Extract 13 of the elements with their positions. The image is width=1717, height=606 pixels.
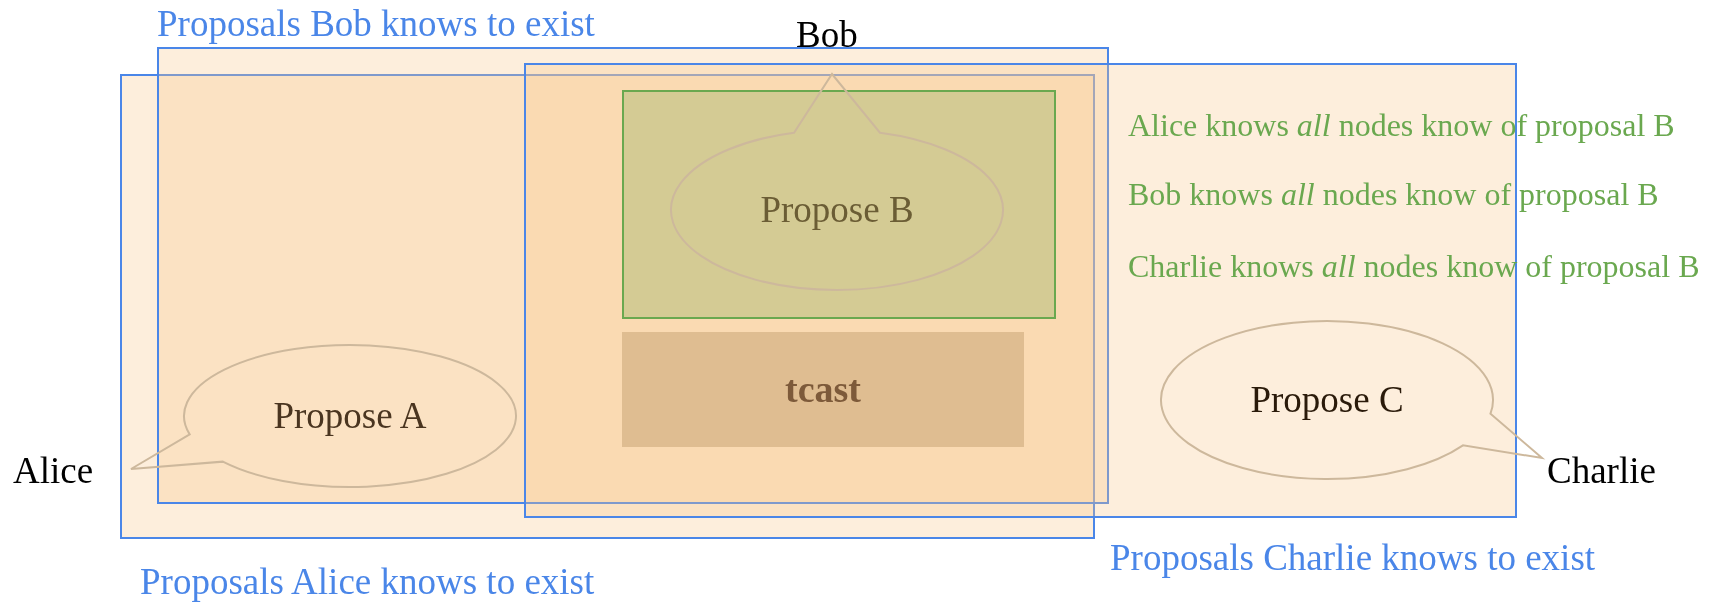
- bubble-text: Propose A: [273, 394, 427, 438]
- process-box: [622, 332, 1024, 447]
- participant-name: Alice: [13, 449, 94, 493]
- region-title: Proposals Alice knows to exist: [140, 560, 595, 604]
- bubble-text: Propose C: [1250, 378, 1404, 422]
- bubble-text: Propose B: [760, 188, 914, 232]
- region-title: Proposals Bob knows to exist: [157, 2, 595, 46]
- box-label: tcast: [785, 367, 861, 412]
- group-box: [622, 90, 1056, 319]
- participant-name: Charlie: [1547, 449, 1656, 493]
- region-title: Proposals Charlie knows to exist: [1110, 536, 1596, 580]
- participant-name: Bob: [796, 13, 858, 57]
- note-text: Bob knows all nodes know of proposal B: [1128, 175, 1659, 213]
